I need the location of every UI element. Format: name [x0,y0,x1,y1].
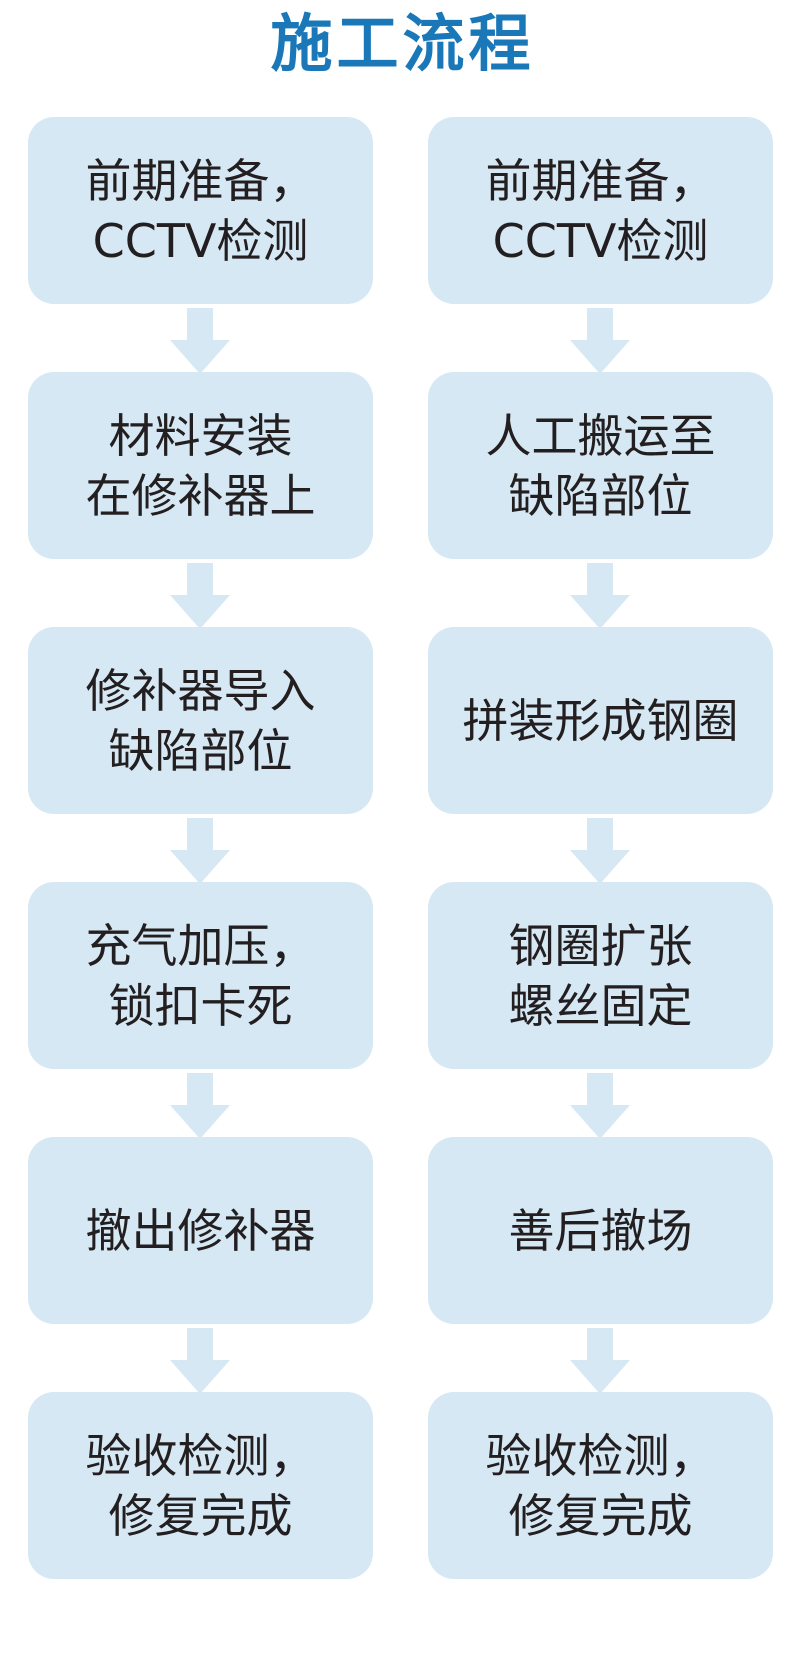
right-step-5: 善后撤场 [428,1137,773,1324]
left-step-5: 撤出修补器 [28,1137,373,1324]
down-arrow-icon [170,818,230,884]
down-arrow-icon [170,1073,230,1139]
left-step-1-label: 前期准备， CCTV检测 [85,153,316,268]
right-step-4-label: 钢圈扩张 螺丝固定 [508,918,693,1033]
right-step-6: 验收检测， 修复完成 [428,1392,773,1579]
left-step-3: 修补器导入 缺陷部位 [28,627,373,814]
right-step-2: 人工搬运至 缺陷部位 [428,372,773,559]
left-step-6: 验收检测， 修复完成 [28,1392,373,1579]
right-step-2-label: 人工搬运至 缺陷部位 [485,408,716,523]
left-step-1: 前期准备， CCTV检测 [28,117,373,304]
right-step-4: 钢圈扩张 螺丝固定 [428,882,773,1069]
left-step-4-label: 充气加压， 锁扣卡死 [85,918,316,1033]
down-arrow-icon [570,818,630,884]
diagram-title: 施工流程 [270,7,535,80]
right-step-1: 前期准备， CCTV检测 [428,117,773,304]
right-step-3-label: 拼装形成钢圈 [462,693,739,748]
left-step-3-label: 修补器导入 缺陷部位 [85,663,316,778]
down-arrow-icon [570,1328,630,1394]
down-arrow-icon [170,308,230,374]
down-arrow-icon [170,563,230,629]
down-arrow-icon [570,308,630,374]
right-step-6-label: 验收检测， 修复完成 [485,1428,716,1543]
right-step-1-label: 前期准备， CCTV检测 [485,153,716,268]
left-step-5-label: 撤出修补器 [85,1203,316,1258]
down-arrow-icon [170,1328,230,1394]
left-step-6-label: 验收检测， 修复完成 [85,1428,316,1543]
right-step-3: 拼装形成钢圈 [428,627,773,814]
down-arrow-icon [570,563,630,629]
left-step-4: 充气加压， 锁扣卡死 [28,882,373,1069]
left-step-2-label: 材料安装 在修补器上 [85,408,316,523]
down-arrow-icon [570,1073,630,1139]
left-step-2: 材料安装 在修补器上 [28,372,373,559]
right-step-5-label: 善后撤场 [508,1203,693,1258]
